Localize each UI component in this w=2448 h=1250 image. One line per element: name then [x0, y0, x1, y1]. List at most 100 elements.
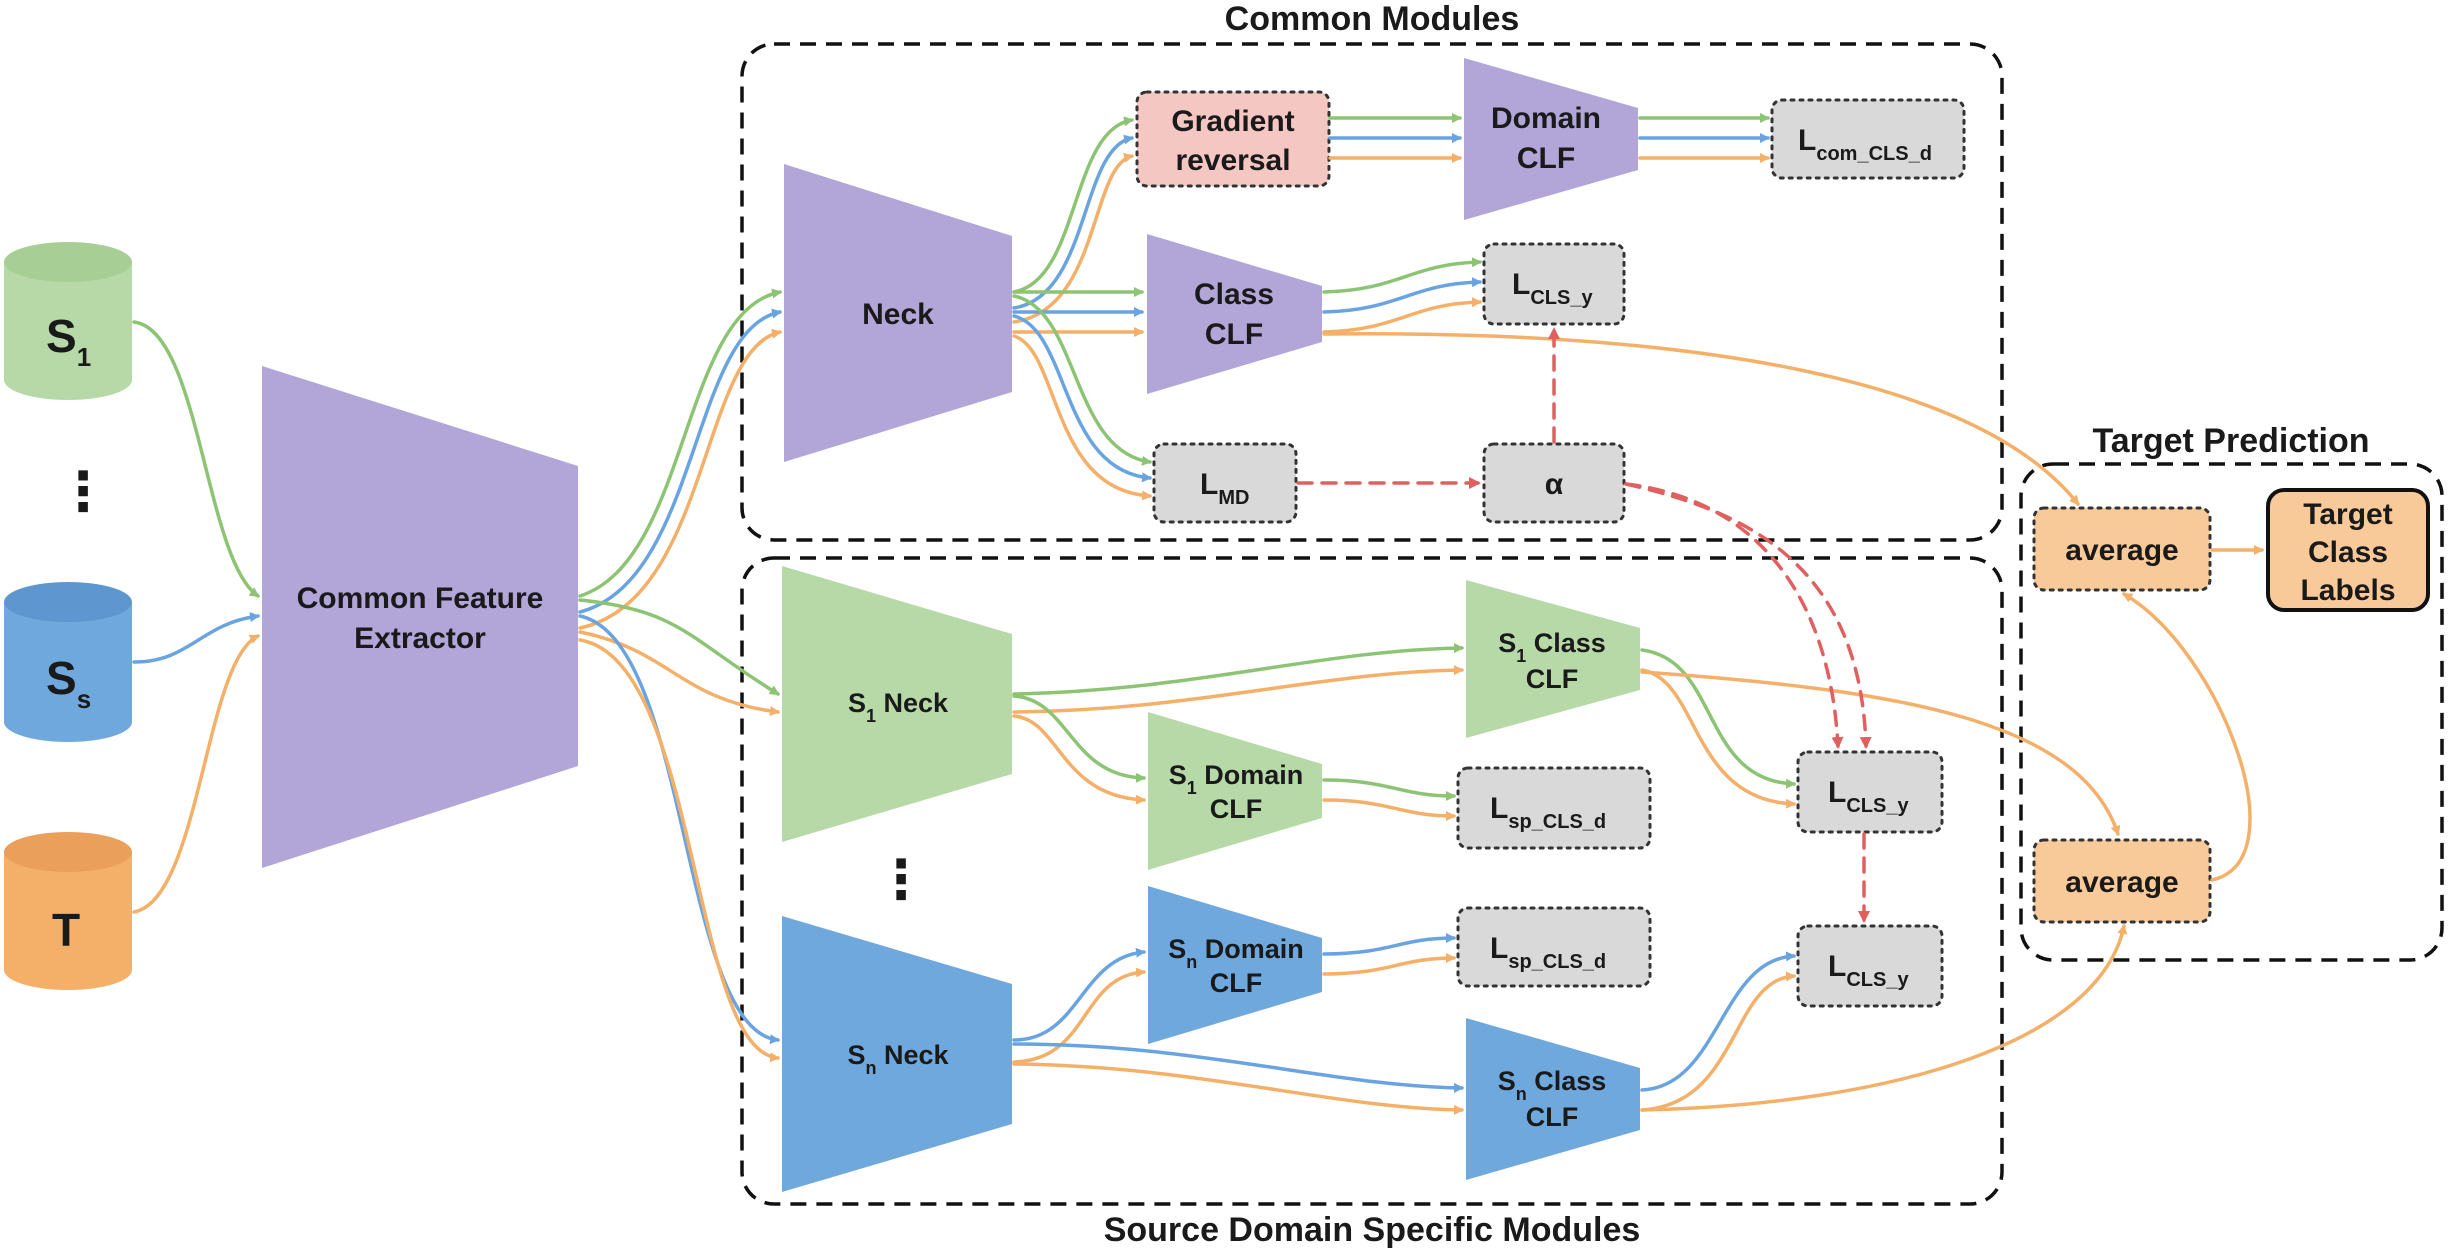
- source-modules-title: Source Domain Specific Modules: [1104, 1211, 1641, 1249]
- arrow-extractor-to-neck-orange: [578, 328, 782, 630]
- t-label: T: [52, 904, 80, 956]
- s1-database-icon: S1: [4, 242, 132, 400]
- arrow-snclass-to-lclsy-orange: [1640, 971, 1796, 1112]
- arrow-s1neck-to-s1class-orange: [1012, 665, 1464, 714]
- extractor-line2: Extractor: [354, 622, 486, 655]
- arrow-s1class-to-average-bottom: [1640, 670, 2121, 836]
- arrow-extractor-to-snneck-orange: [578, 638, 780, 1063]
- sn-class-clf-line2: CLF: [1526, 1102, 1578, 1132]
- inputs-ellipsis: ⋮: [56, 462, 110, 522]
- arrow-extractor-to-neck-blue: [578, 308, 782, 614]
- t-database-icon: T: [4, 832, 132, 990]
- l-sp-cls-d-n-box: [1456, 906, 1652, 988]
- arrow-s1neck-to-s1class-green: [1012, 643, 1464, 696]
- s1-domain-clf-line2: CLF: [1210, 794, 1262, 824]
- arrow-sndomain-to-lsp-blue: [1322, 933, 1456, 956]
- s1-class-clf-line2: CLF: [1526, 664, 1578, 694]
- s1-domain-clf: [1148, 712, 1322, 870]
- svg-text:LCLS_y: LCLS_y: [1512, 268, 1593, 309]
- arrow-t-to-extractor: [132, 634, 260, 914]
- svg-text:S1 Domain: S1 Domain: [1169, 760, 1304, 798]
- s1-class-clf-label: S: [1498, 628, 1516, 658]
- arrow-neck-to-grad-blue: [1012, 134, 1134, 310]
- arrow-extractor-to-s1neck-green: [578, 598, 780, 696]
- common-modules-frame: [740, 42, 2004, 542]
- arrow-s1neck-to-s1domain-green: [1012, 694, 1146, 783]
- arrow-s1-to-extractor: [132, 320, 260, 598]
- s1-domain-clf-label: S: [1169, 760, 1187, 790]
- svg-text:S1 Class: S1 Class: [1498, 628, 1606, 666]
- arrow-s1neck-to-s1domain-orange: [1012, 714, 1146, 805]
- arrow-neck-to-lmd-blue: [1012, 314, 1152, 483]
- common-class-clf-line2: CLF: [1205, 318, 1263, 351]
- average-bottom-label: average: [2065, 866, 2178, 899]
- l-md-box: [1152, 442, 1298, 524]
- s1-neck-label: S: [848, 688, 866, 718]
- l-cls-y-s1-label: L: [1828, 776, 1846, 809]
- average-bottom-box: [2032, 838, 2212, 924]
- arrow-class-to-lclsy-green: [1322, 257, 1482, 294]
- l-com-cls-d-label: L: [1798, 124, 1816, 157]
- common-domain-clf: [1464, 58, 1638, 220]
- sn-neck: [782, 916, 1012, 1192]
- sn-domain-clf: [1148, 886, 1322, 1044]
- l-cls-y-common-box: [1482, 242, 1626, 326]
- arrow-ss-to-extractor: [132, 612, 260, 664]
- average-top-box: [2032, 506, 2212, 592]
- sn-domain-clf-line2: CLF: [1210, 968, 1262, 998]
- arrow-neck-to-lmd-green: [1012, 294, 1152, 466]
- arrow-snneck-to-sndomain-orange: [1012, 967, 1146, 1064]
- svg-text:LCLS_y: LCLS_y: [1828, 950, 1909, 991]
- arrow-s1domain-to-lsp-orange: [1322, 798, 1456, 821]
- arrow-extractor-to-snneck-blue: [578, 614, 780, 1045]
- target-labels-line1: Target: [2303, 498, 2392, 531]
- arrow-snneck-to-sndomain-blue: [1012, 947, 1146, 1042]
- svg-text:Lsp_CLS_d: Lsp_CLS_d: [1490, 932, 1606, 973]
- arrow-snneck-to-snclass-orange: [1012, 1062, 1464, 1115]
- common-class-clf: [1147, 234, 1322, 394]
- gradient-reversal-line2: reversal: [1175, 144, 1290, 177]
- arrow-average-bottom-to-top: [2122, 592, 2252, 882]
- s1-class-clf: [1466, 580, 1640, 738]
- sn-class-clf-label: S: [1498, 1066, 1516, 1096]
- target-labels-line2: Class: [2308, 536, 2388, 569]
- gradient-reversal-line1: Gradient: [1171, 105, 1294, 138]
- l-sp-cls-d-1-label: L: [1490, 792, 1508, 825]
- common-feature-extractor: [262, 366, 578, 868]
- s1-neck: [782, 566, 1012, 842]
- common-class-clf-line1: Class: [1194, 278, 1274, 311]
- arrow-class-to-average-top: [1322, 332, 2080, 506]
- ss-label: S: [46, 652, 77, 704]
- common-modules-title: Common Modules: [1225, 0, 1520, 38]
- arrow-s1class-to-lclsy-orange: [1640, 668, 1796, 809]
- extractor-line1: Common Feature: [297, 582, 544, 615]
- source-ellipsis: ⋮: [874, 850, 928, 910]
- target-class-labels-box: [2266, 488, 2430, 612]
- dashed-alpha-to-lclsy-s1-a: [1624, 482, 1844, 749]
- svg-text:Sn Domain: Sn Domain: [1168, 934, 1304, 972]
- sn-domain-clf-label: S: [1168, 934, 1186, 964]
- arrow-class-to-lclsy-blue: [1322, 277, 1482, 314]
- svg-text:Sn Neck: Sn Neck: [847, 1040, 949, 1078]
- svg-text:S1 Neck: S1 Neck: [848, 688, 949, 726]
- dashed-alpha-to-lclsy-s1-b: [1624, 482, 1872, 749]
- common-domain-clf-line1: Domain: [1491, 102, 1601, 135]
- l-cls-y-sn-box: [1796, 924, 1944, 1008]
- alpha-box: [1482, 442, 1626, 524]
- l-cls-y-common-label: L: [1512, 268, 1530, 301]
- arrow-neck-to-grad-green: [1012, 116, 1134, 294]
- target-labels-line3: Labels: [2300, 574, 2395, 607]
- svg-text:S1: S1: [46, 310, 91, 372]
- arrow-snclass-to-lclsy-blue: [1640, 951, 1796, 1092]
- l-cls-y-s1-box: [1796, 750, 1944, 834]
- l-cls-y-sn-label: L: [1828, 950, 1846, 983]
- svg-text:LMD: LMD: [1200, 468, 1249, 509]
- arrow-extractor-to-s1neck-orange: [578, 630, 780, 716]
- target-prediction-title: Target Prediction: [2092, 422, 2369, 460]
- s1-label: S: [46, 310, 77, 362]
- arrow-class-to-lclsy-orange: [1322, 297, 1482, 334]
- average-top-label: average: [2065, 534, 2178, 567]
- arrow-s1class-to-lclsy-green: [1640, 648, 1796, 789]
- l-com-cls-d-box: [1770, 98, 1966, 180]
- arrow-extractor-to-neck-green: [578, 288, 782, 598]
